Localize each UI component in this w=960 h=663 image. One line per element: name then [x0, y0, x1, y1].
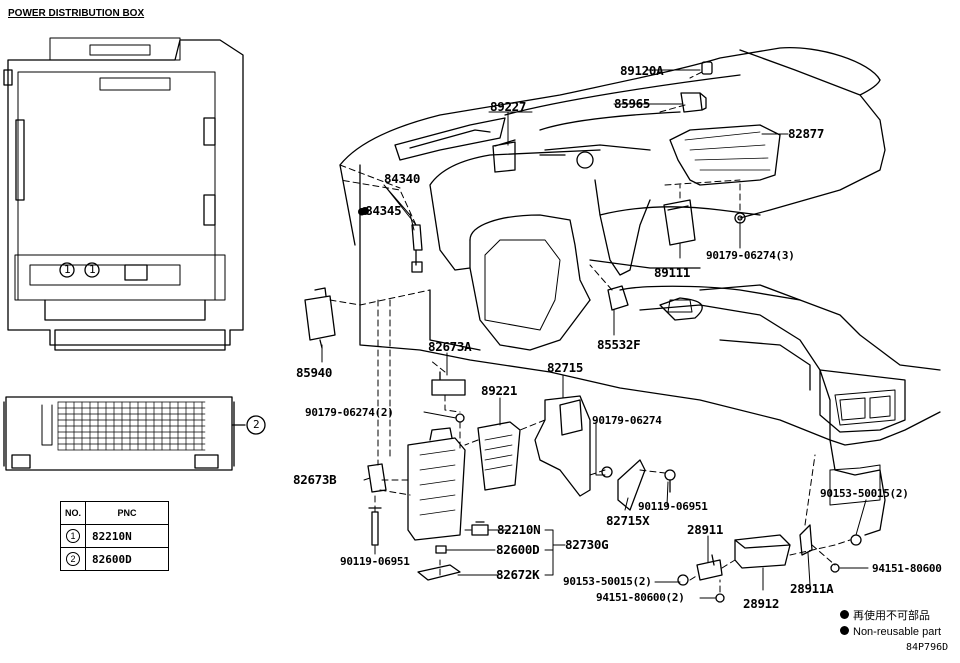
- label-90153-50015-a: 90153-50015(2): [820, 487, 909, 500]
- relay-block-82730G-shape: [407, 427, 466, 541]
- label-28911: 28911: [687, 522, 724, 537]
- pnc-table-header: NO. PNC: [59, 501, 170, 525]
- nut-90153-b-shape: [677, 574, 689, 586]
- label-82715X: 82715X: [606, 513, 650, 528]
- part-85532F-shape: [607, 285, 629, 311]
- part-89221-shape: [477, 421, 521, 491]
- callout-1-marks: [59, 262, 100, 278]
- label-82672K: 82672K: [496, 567, 540, 582]
- row-pnc: 82210N: [85, 524, 170, 548]
- power-distribution-box-top-view: [3, 37, 244, 351]
- label-94151-80600-b: 94151-80600(2): [596, 591, 685, 604]
- table-row: 1 82210N: [59, 524, 170, 548]
- label-90153-50015-b: 90153-50015(2): [563, 575, 652, 588]
- figure-code: 84P796D: [906, 642, 949, 653]
- relay-82210N-shape: [471, 521, 489, 536]
- ecu-28912-shape: [734, 534, 791, 569]
- part-85965-shape: [680, 92, 707, 113]
- part-82673B-shape: [367, 463, 387, 493]
- part-82673A-shape: [431, 371, 466, 396]
- leader-lines: [321, 69, 869, 599]
- callout-2: 2: [253, 418, 260, 431]
- pnc-table: NO. PNC 1 82210N 2 82600D: [59, 501, 170, 571]
- label-90119-06951-a: 90119-06951: [340, 555, 410, 568]
- label-82730G: 82730G: [565, 537, 609, 552]
- fuse-82600D-shape: [435, 545, 447, 554]
- diagram-title: POWER DISTRIBUTION BOX: [8, 8, 145, 19]
- label-85940: 85940: [296, 365, 333, 380]
- bullet-icon: [840, 610, 849, 619]
- label-89227: 89227: [490, 99, 527, 114]
- bracket-28911-shape: [696, 554, 723, 581]
- label-94151-80600-a: 94151-80600: [872, 562, 942, 575]
- label-82210N: 82210N: [497, 522, 541, 537]
- part-84345-shape: [411, 261, 423, 273]
- part-82877-shape: [669, 124, 781, 186]
- bracket-82715X-shape: [617, 459, 646, 511]
- label-85532F: 85532F: [597, 337, 641, 352]
- label-85965: 85965: [614, 96, 651, 111]
- label-89221: 89221: [481, 383, 518, 398]
- label-90179-06274: 90179-06274: [592, 414, 662, 427]
- callout-1-right: 1: [89, 263, 96, 276]
- label-82673B: 82673B: [293, 472, 337, 487]
- callout-2-mark: [246, 415, 266, 435]
- label-82673A: 82673A: [428, 339, 472, 354]
- bolt-90119-b-shape: [664, 469, 676, 493]
- part-84340-shape: [411, 224, 423, 266]
- nut-90179-2-shape: [455, 413, 465, 423]
- row-pnc: 82600D: [85, 547, 170, 571]
- label-82600D: 82600D: [496, 542, 540, 557]
- legend: 再使用不可部品 Non-reusable part: [840, 608, 941, 640]
- nut-90153-a-shape: [850, 534, 862, 546]
- label-28912: 28912: [743, 596, 780, 611]
- table-row: 2 82600D: [59, 547, 170, 571]
- header-no: NO.: [59, 501, 87, 525]
- part-89111-shape: [663, 199, 696, 246]
- legend-jp: 再使用不可部品: [840, 608, 941, 624]
- part-89120A-shape: [701, 61, 713, 75]
- label-82715: 82715: [547, 360, 584, 375]
- nut-90179-shape: [601, 466, 613, 478]
- bolt-90119-a-shape: [368, 507, 382, 546]
- label-90179-06274-3: 90179-06274(3): [706, 249, 795, 262]
- instrument-panel-outline: [339, 47, 941, 536]
- row-no-circle: 1: [66, 529, 80, 543]
- label-28911A: 28911A: [790, 581, 834, 596]
- label-90119-06951-b: 90119-06951: [638, 500, 708, 513]
- label-84345: ●84345: [358, 203, 402, 218]
- label-89111: 89111: [654, 265, 691, 280]
- callout-1-left: 1: [64, 263, 71, 276]
- row-no-circle: 2: [66, 552, 80, 566]
- header-pnc: PNC: [85, 501, 170, 525]
- nut-94151-a-shape: [830, 563, 840, 573]
- part-82715-shape: [534, 395, 591, 497]
- legend-en: Non-reusable part: [840, 624, 941, 640]
- nut-94151-b-shape: [715, 593, 725, 603]
- power-distribution-box-side-view: [3, 396, 246, 471]
- label-82877: 82877: [788, 126, 825, 141]
- label-89120A: 89120A: [620, 63, 664, 78]
- part-89227-shape: [492, 139, 516, 173]
- part-85940-shape: [304, 287, 336, 349]
- non-reusable-dot-84345: [361, 207, 369, 215]
- label-84340: 84340: [384, 171, 421, 186]
- label-90179-06274-2: 90179-06274(2): [305, 406, 394, 419]
- bullet-icon: [840, 626, 849, 635]
- cover-82672K-shape: [417, 564, 461, 581]
